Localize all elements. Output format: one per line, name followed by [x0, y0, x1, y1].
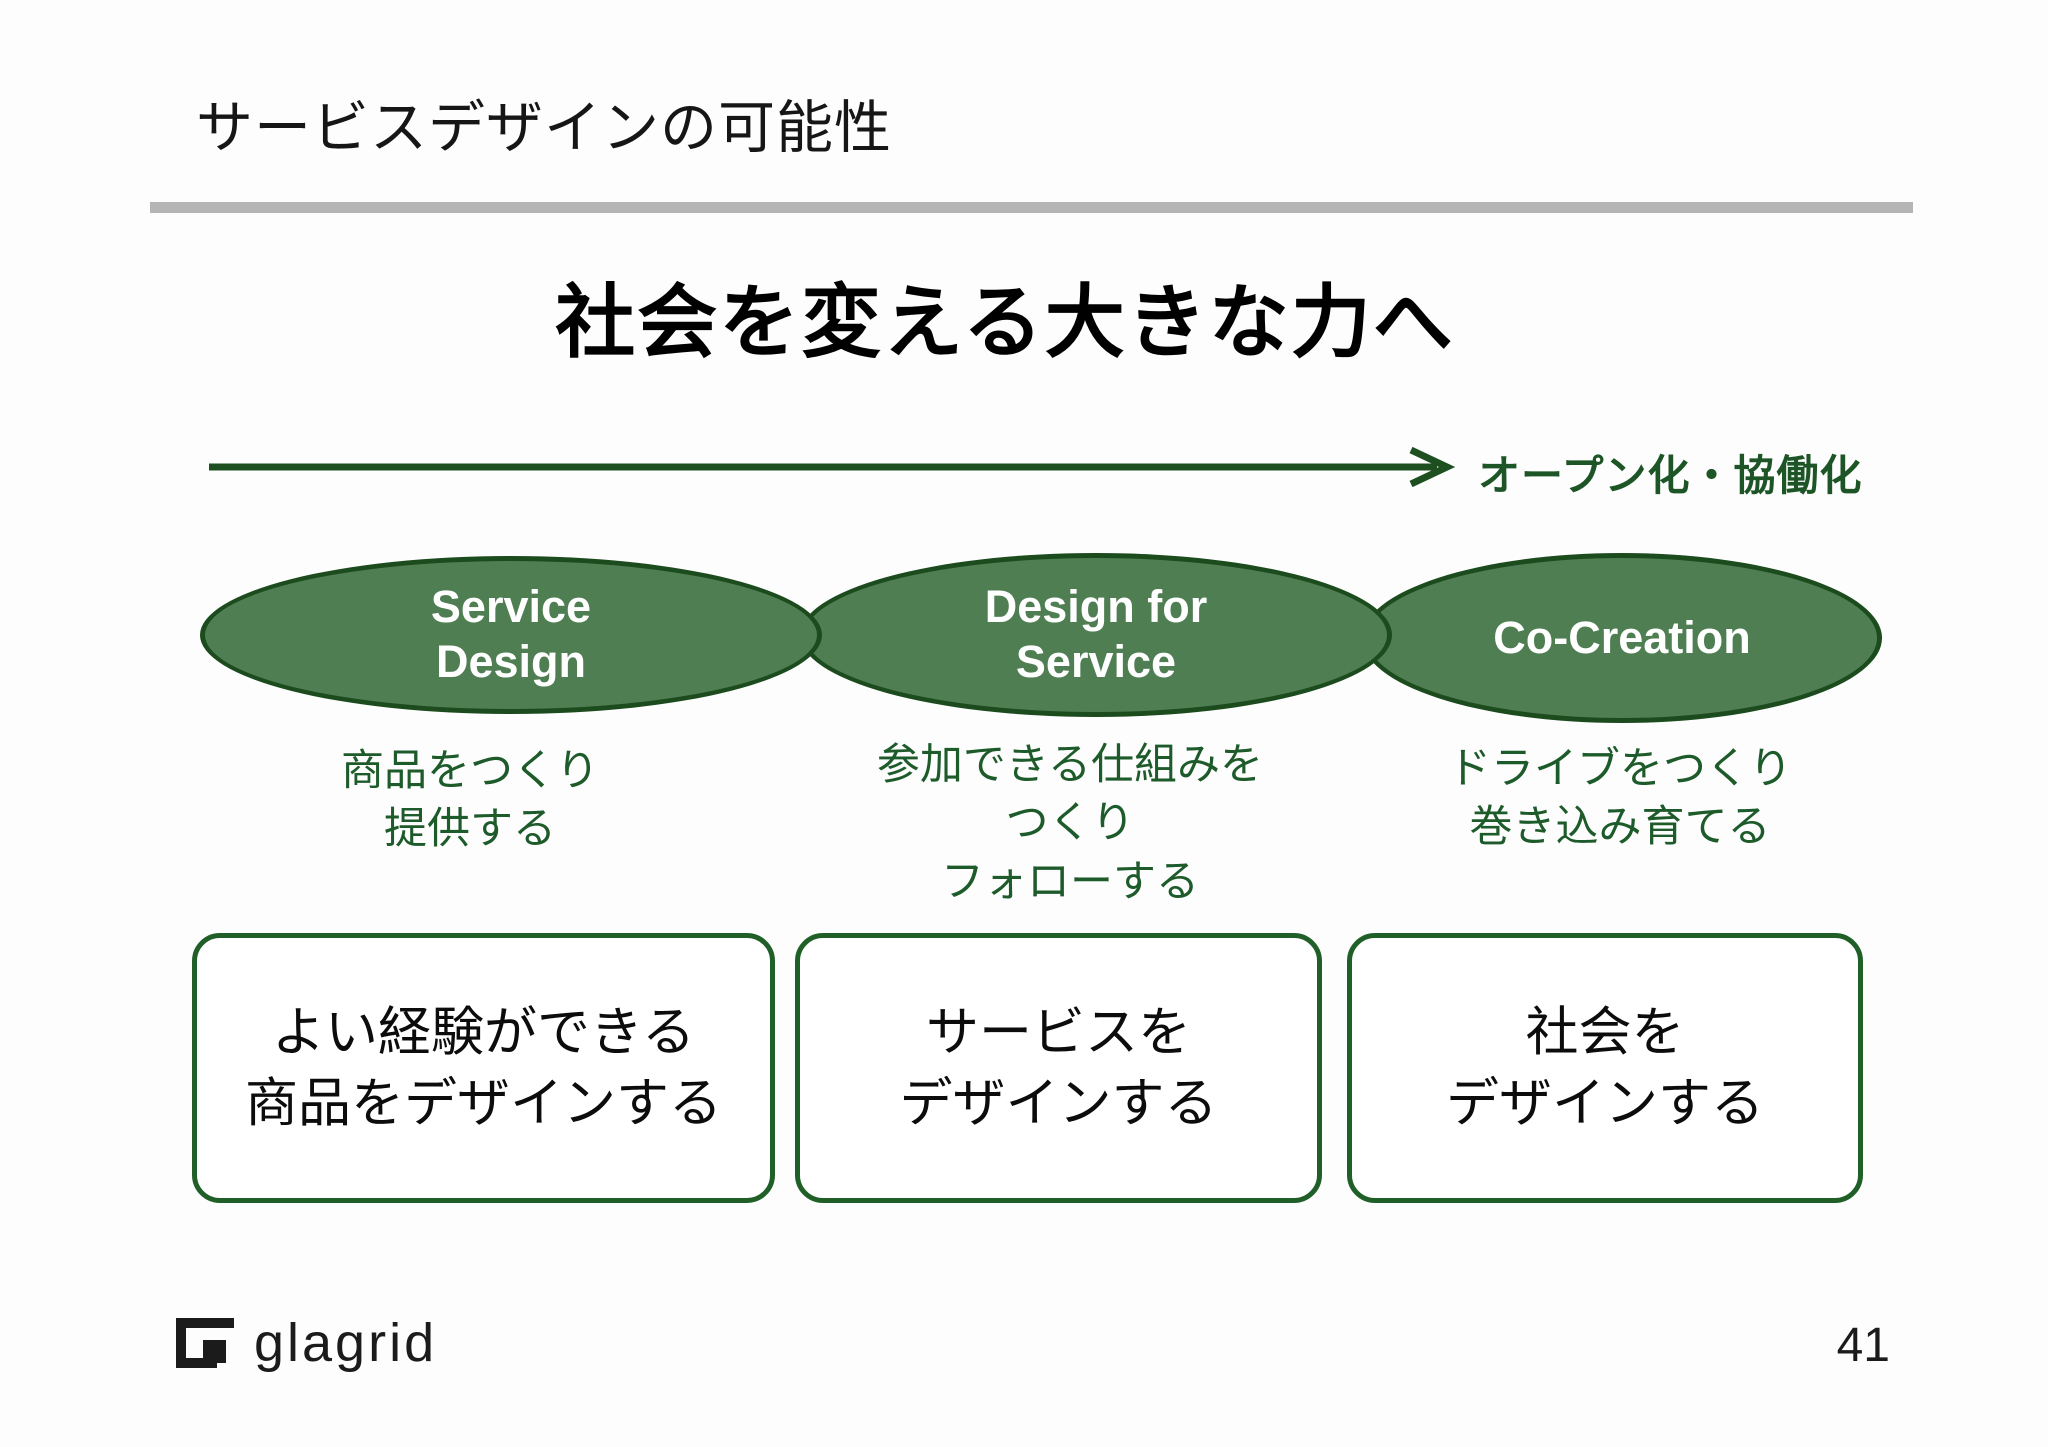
- title-divider: [150, 202, 1913, 213]
- stage-description: 参加できる仕組みを つくり フォローする: [876, 741, 1264, 906]
- stage-ellipse-label: Service Design: [430, 581, 592, 687]
- glagrid-logo-icon: [176, 1318, 234, 1368]
- outcome-text: サービスを デザインする: [899, 1002, 1218, 1133]
- stage-description: ドライブをつくり 巻き込み育てる: [1448, 745, 1792, 852]
- stage-ellipse-co-creation: Co-Creation: [1362, 553, 1882, 723]
- logo-text: glagrid: [254, 1313, 438, 1373]
- outcome-box: よい経験ができる 商品をデザインする: [192, 933, 775, 1203]
- page-number: 41: [1836, 1319, 1890, 1372]
- right-arrow-icon: [209, 446, 1456, 488]
- outcome-text: よい経験ができる 商品をデザインする: [245, 1002, 722, 1133]
- main-heading: 社会を変える大きな力へ: [555, 278, 1455, 367]
- outcome-box: サービスを デザインする: [795, 933, 1322, 1203]
- stage-description: 商品をつくり 提供する: [341, 747, 599, 854]
- stage-ellipse-label: Design for Service: [984, 581, 1208, 687]
- stage-ellipse-service-design: Service Design: [200, 556, 822, 714]
- glagrid-logo: glagrid: [172, 1312, 437, 1374]
- arrow-label: オープン化・協働化: [1478, 452, 1863, 499]
- outcome-text: 社会を デザインする: [1446, 1002, 1764, 1133]
- slide-title: サービスデザインの可能性: [196, 96, 892, 160]
- stage-ellipse-design-for-service: Design for Service: [800, 553, 1392, 717]
- outcome-box: 社会を デザインする: [1347, 933, 1863, 1203]
- stage-ellipse-label: Co-Creation: [1493, 611, 1751, 663]
